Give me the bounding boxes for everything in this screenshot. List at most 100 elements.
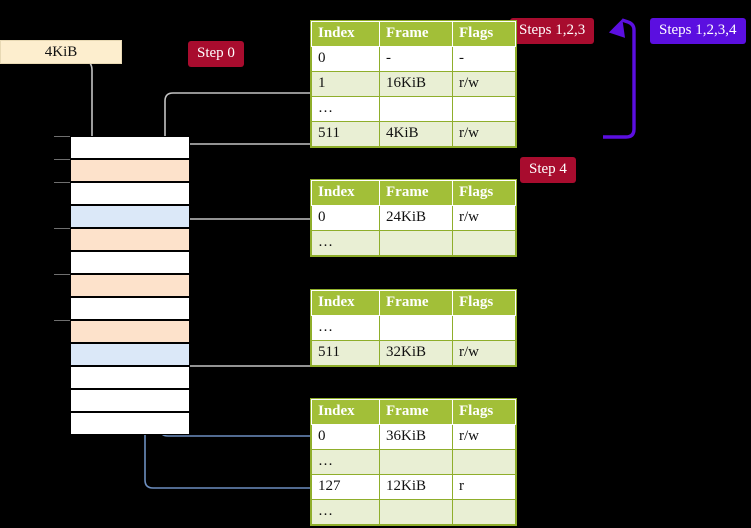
column-header-flags: Flags	[452, 290, 516, 316]
table-row[interactable]: …	[311, 230, 516, 256]
table-cell: -	[452, 46, 516, 72]
table-cell: 16KiB	[379, 71, 453, 97]
table-cell: …	[311, 499, 380, 525]
table-cell: r/w	[452, 205, 516, 231]
connector-pdpt-to-memory	[175, 218, 311, 257]
column-header-frame: Frame	[379, 21, 453, 47]
table-cell	[452, 96, 516, 122]
connector-memory-to-pml4	[175, 143, 311, 165]
table-cell	[379, 96, 453, 122]
badge-step-4: Step 4	[520, 157, 576, 183]
memory-row	[70, 182, 190, 205]
table-cell	[379, 499, 453, 525]
memory-row	[70, 136, 190, 159]
badge-steps-1-2-3: Steps 1,2,3	[510, 18, 595, 44]
table-cell: 127	[311, 474, 380, 500]
connector-steps-1234-arrow	[603, 18, 636, 139]
table-cell	[379, 315, 453, 341]
table-row[interactable]: …	[311, 499, 516, 525]
memory-row	[70, 159, 190, 182]
table-cell: r	[452, 474, 516, 500]
column-header-flags: Flags	[452, 399, 516, 425]
memory-row	[70, 343, 190, 366]
table-row[interactable]: …	[311, 96, 516, 122]
column-header-index: Index	[311, 290, 380, 316]
memory-row	[70, 366, 190, 389]
column-header-frame: Frame	[379, 180, 453, 206]
size-box-4kib: 4KiB	[0, 40, 122, 64]
table-cell: 1	[311, 71, 380, 97]
table-cell: 0	[311, 46, 380, 72]
memory-row-tick	[54, 274, 70, 275]
memory-row-tick	[54, 320, 70, 321]
memory-row-tick	[54, 159, 70, 160]
table-row[interactable]: 0--	[311, 46, 516, 72]
memory-row-tick	[54, 136, 70, 137]
table-cell	[452, 449, 516, 475]
memory-row-tick	[54, 182, 70, 183]
column-header-index: Index	[311, 21, 380, 47]
badge-steps-1-2-3-4: Steps 1,2,3,4	[650, 18, 746, 44]
table-row[interactable]: …	[311, 449, 516, 475]
badge-step-4-label: Step 4	[529, 161, 567, 177]
table-cell	[379, 449, 453, 475]
table-cell: 24KiB	[379, 205, 453, 231]
table-cell: 12KiB	[379, 474, 453, 500]
memory-row	[70, 320, 190, 343]
table-cell: …	[311, 449, 380, 475]
column-header-index: Index	[311, 399, 380, 425]
badge-steps-1-2-3-4-label: Steps 1,2,3,4	[659, 22, 737, 38]
badge-step-0: Step 0	[188, 41, 244, 67]
memory-row	[70, 251, 190, 274]
connector-pd-to-memory	[167, 307, 311, 367]
table-cell: 0	[311, 205, 380, 231]
table-cell: …	[311, 96, 380, 122]
connector-4kib-to-memory	[63, 54, 101, 153]
column-header-frame: Frame	[379, 399, 453, 425]
column-header-flags: Flags	[452, 180, 516, 206]
table-cell: 4KiB	[379, 121, 453, 147]
table-cell: r/w	[452, 71, 516, 97]
size-box-label: 4KiB	[44, 43, 78, 60]
memory-row	[70, 389, 190, 412]
table-cell: …	[311, 315, 380, 341]
table-cell: 0	[311, 424, 380, 450]
table-cell	[452, 315, 516, 341]
column-header-frame: Frame	[379, 290, 453, 316]
table-cell: r/w	[452, 424, 516, 450]
table-cell: 511	[311, 340, 380, 366]
table-cell: -	[379, 46, 453, 72]
table-cell	[379, 230, 453, 256]
table-cell: 32KiB	[379, 340, 453, 366]
memory-row	[70, 274, 190, 297]
table-cell	[452, 499, 516, 525]
column-header-index: Index	[311, 180, 380, 206]
badge-step-0-label: Step 0	[197, 45, 235, 61]
table-cell	[452, 230, 516, 256]
table-row[interactable]: …	[311, 315, 516, 341]
table-cell: 511	[311, 121, 380, 147]
memory-row	[70, 297, 190, 320]
column-header-flags: Flags	[452, 21, 516, 47]
table-cell: 36KiB	[379, 424, 453, 450]
memory-row	[70, 228, 190, 251]
table-cell: r/w	[452, 121, 516, 147]
memory-row-tick	[54, 228, 70, 229]
memory-row	[70, 412, 190, 435]
badge-steps-1-2-3-label: Steps 1,2,3	[519, 22, 586, 38]
memory-row	[70, 205, 190, 228]
